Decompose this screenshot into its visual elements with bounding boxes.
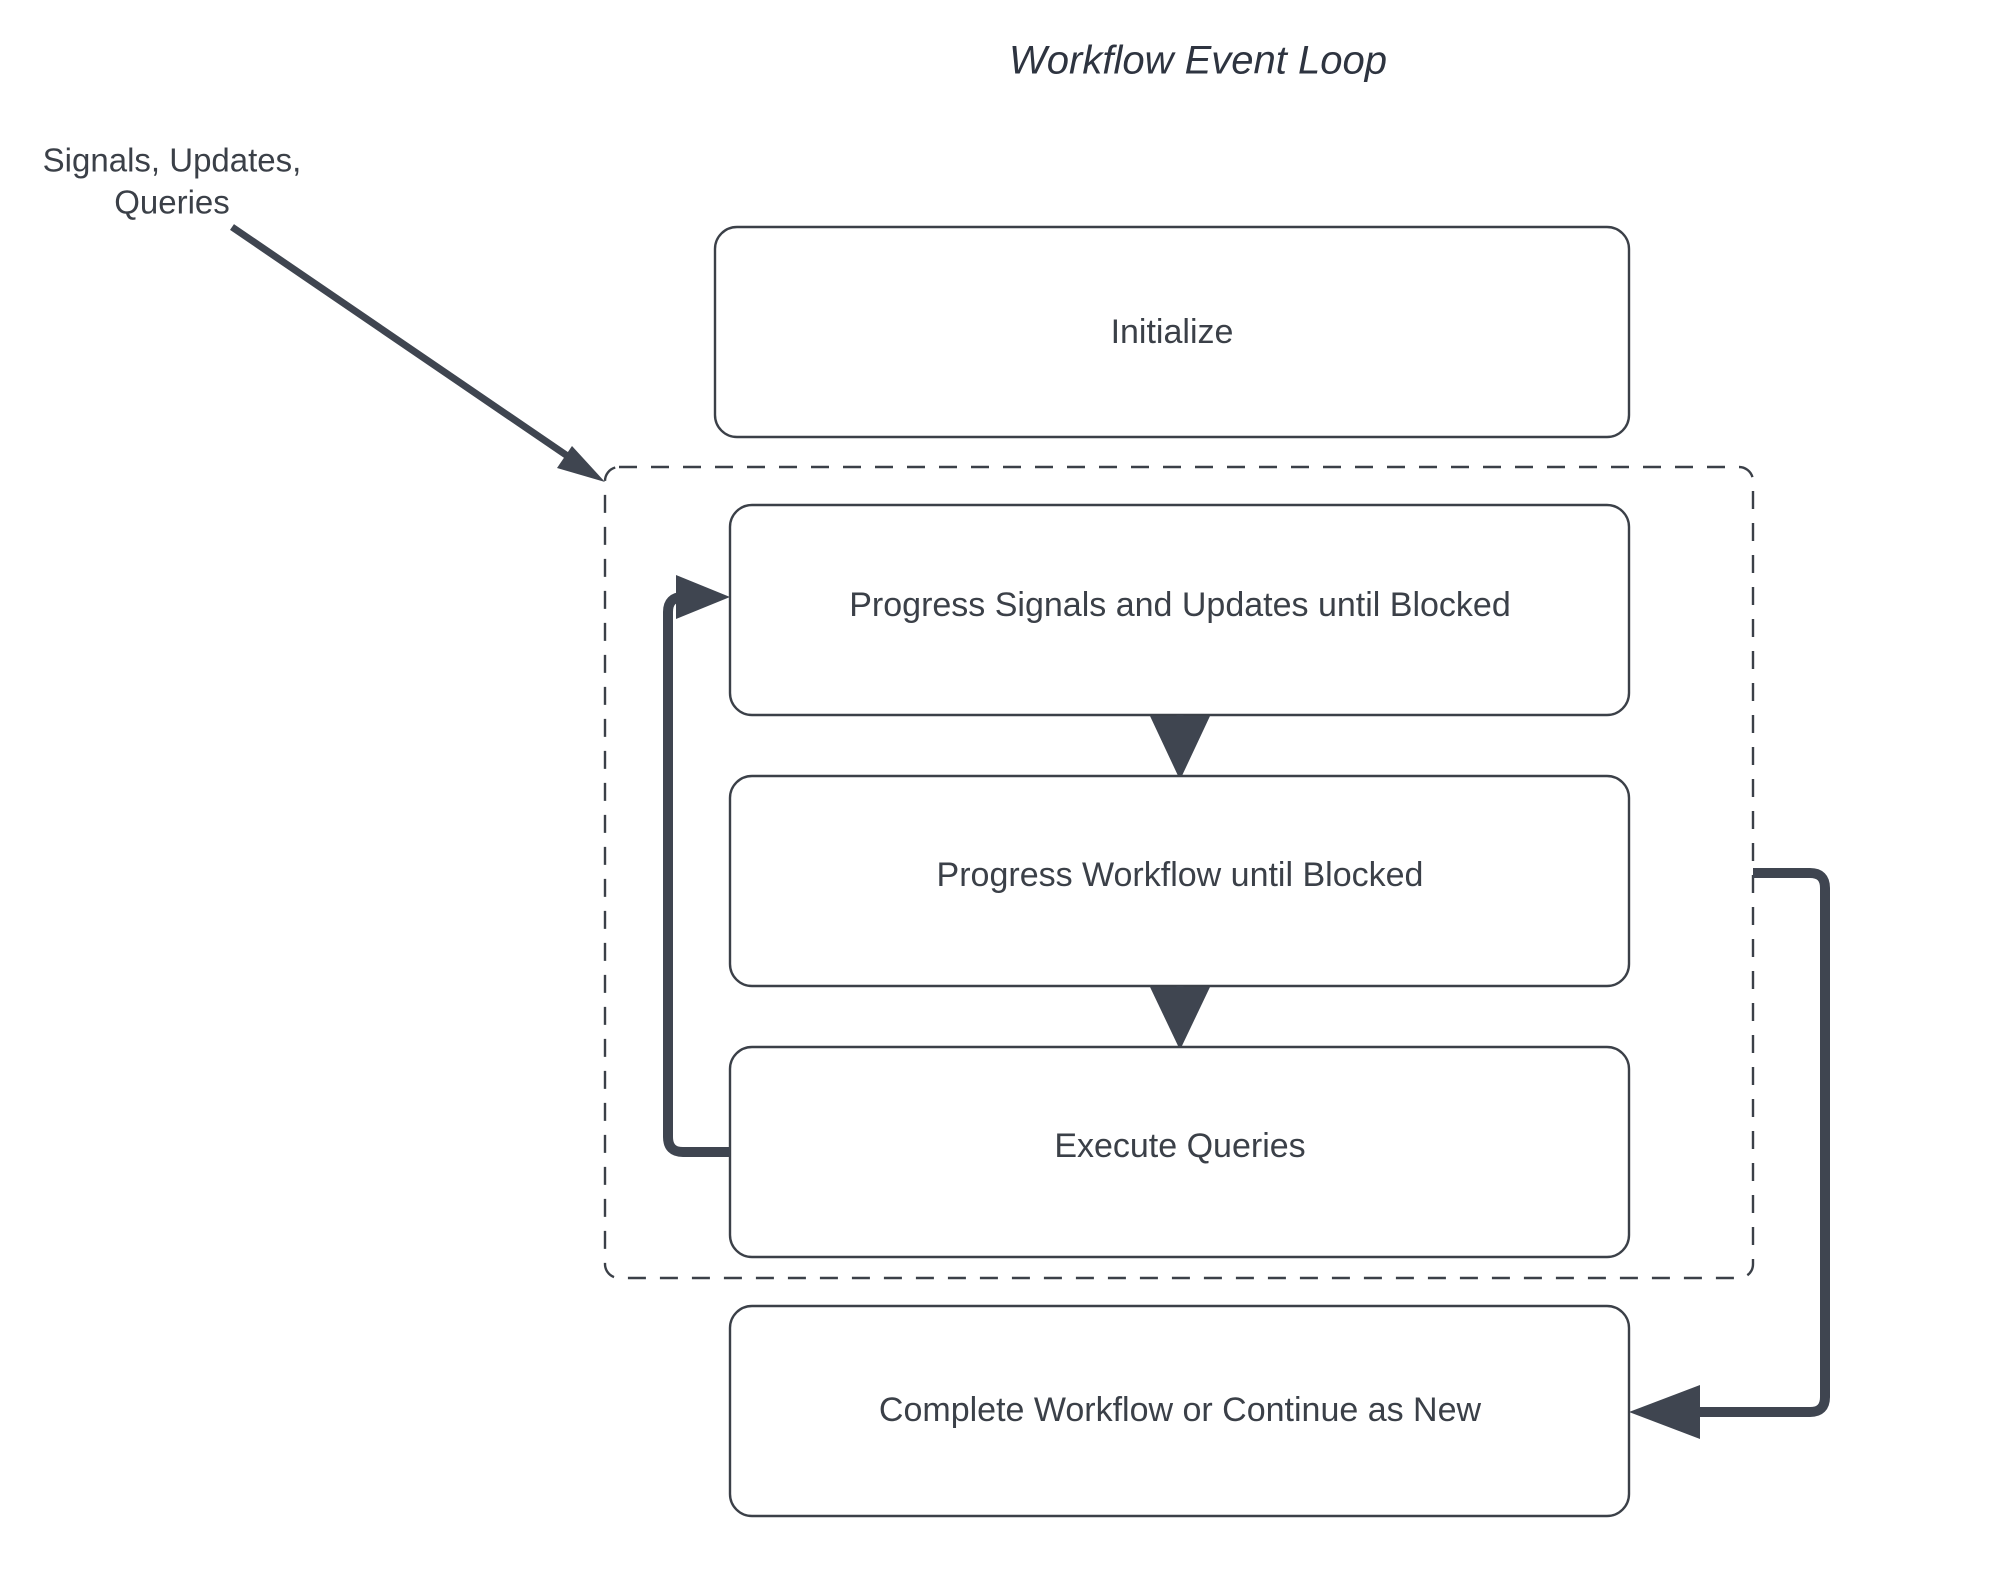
node-initialize-box[interactable] (713, 225, 1631, 439)
node-execute-queries[interactable]: Execute Queries (728, 1045, 1631, 1259)
arrow-head-icon (1150, 716, 1210, 780)
edge-signals-to-workflow (1150, 715, 1210, 780)
node-initialize[interactable]: Initialize (713, 225, 1631, 439)
node-progress-workflow[interactable]: Progress Workflow until Blocked (728, 774, 1631, 988)
node-complete-workflow-box[interactable] (728, 1304, 1631, 1518)
node-execute-queries-label: Execute Queries (1054, 1127, 1305, 1165)
node-progress-signals-label: Progress Signals and Updates until Block… (849, 586, 1511, 624)
diagram-title: Workflow Event Loop (1009, 39, 1387, 83)
arrow-head-icon (557, 446, 605, 482)
arrow-head-icon (1629, 1385, 1700, 1439)
edge-loop-to-complete (1629, 868, 1830, 1439)
arrow-head-icon (676, 575, 730, 619)
edge-label-external-input-line2: Queries (114, 184, 230, 221)
edge-workflow-to-queries (1150, 986, 1210, 1050)
group-event-loop (603, 465, 1755, 1280)
node-progress-workflow-label: Progress Workflow until Blocked (937, 856, 1424, 894)
edge-queries-loop-back (663, 575, 730, 1157)
arrow-head-icon (1150, 987, 1210, 1050)
edge-external-input (230, 224, 605, 482)
node-progress-signals[interactable]: Progress Signals and Updates until Block… (728, 503, 1631, 717)
node-complete-workflow[interactable]: Complete Workflow or Continue as New (728, 1304, 1631, 1518)
edge-label-external-input-line1: Signals, Updates, (43, 142, 302, 179)
node-complete-workflow-label: Complete Workflow or Continue as New (879, 1391, 1482, 1429)
node-initialize-label: Initialize (1111, 313, 1234, 351)
